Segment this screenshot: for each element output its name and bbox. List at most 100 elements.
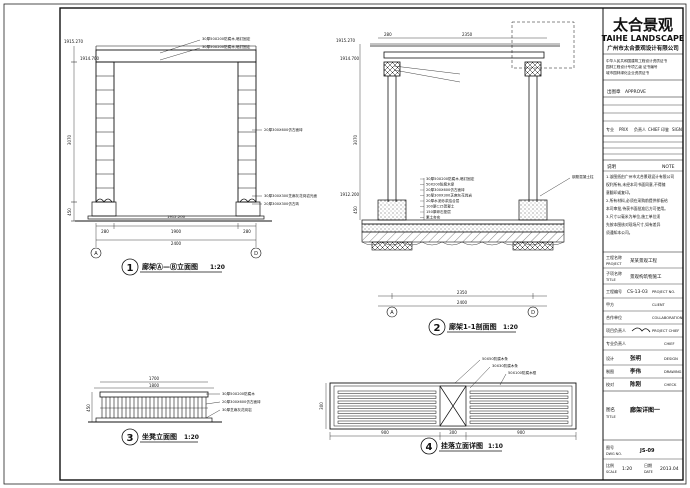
v3-note-2: 20厚300X600仿古面砖	[222, 399, 261, 404]
v1-dim-height: 3070	[67, 134, 72, 145]
note-line: 3.尺寸以毫米为单位,施工单位须	[606, 214, 660, 219]
v2-grid-d: D	[531, 310, 535, 316]
v4-title: 挂落立面详图	[441, 441, 483, 450]
leader-signature-icon	[631, 327, 651, 333]
v4-bars	[337, 390, 569, 424]
v3-note-3: 30厚芝麻灰花岗岩	[222, 407, 252, 412]
date-en: DATE	[644, 470, 653, 474]
v3-dim-overall: 1800	[149, 383, 160, 388]
v2-detail-box	[511, 21, 575, 69]
v1-note-4: 30厚300X300芝麻灰花岗岩光面	[264, 193, 318, 198]
v2-elev-low: 1912.200	[340, 192, 360, 197]
note-line: 1.该图纸由广州市太合景观设计有限公司	[606, 174, 674, 179]
note-line: 2.所有材料,必须在采购前提供样板给	[606, 198, 668, 203]
v2-dim-base: 450	[353, 206, 358, 214]
dwgno-en: DWG NO.	[606, 452, 622, 456]
v2-dim-bottom: 2350	[457, 290, 468, 295]
v2-note: 150厚碎石垫层	[426, 209, 451, 214]
scale-en: SCALE	[606, 470, 617, 474]
v4-dim-left: 300	[319, 402, 324, 410]
drawn-signature: 李伟	[629, 367, 642, 375]
sub-en: TITLE	[605, 278, 616, 282]
v3-scale: 1:20	[184, 434, 199, 441]
drawn-label: 制图	[606, 368, 614, 374]
sheet-title-en: TITLE	[605, 415, 616, 419]
scale-value: 1:20	[622, 466, 632, 472]
v2-notes: 30厚50X200防腐木,暗钉固定50X200防腐木梁20厚300X600仿古面…	[393, 65, 475, 220]
v1-dim-2: 1900	[171, 229, 182, 234]
sheet-title-label: 图名	[606, 406, 615, 413]
reg-value: PRIX	[619, 127, 628, 132]
v1-grid-a: A	[94, 251, 98, 257]
v2-dim-overall: 2400	[457, 300, 468, 305]
v2-elev-top: 1915.270	[336, 38, 356, 43]
dwgno-value: JS-09	[639, 448, 655, 454]
v2-grid-a: A	[390, 310, 394, 316]
drawn-en: DRAWING	[664, 370, 682, 374]
seal-en: APPROVE	[625, 89, 646, 95]
v1-grid-d: D	[254, 251, 258, 257]
projno-value: CS-13-03	[627, 289, 648, 295]
check-label: 校对	[606, 381, 614, 387]
sub-label: 子项名称	[606, 270, 622, 276]
view-3-bench: 1700 1800 450 30厚50X200防腐木 20厚300X600仿古面…	[86, 376, 261, 446]
project-en: PROJECT	[606, 262, 622, 266]
title-block: 太合景观 TAIHE LANDSCAPE 广州市太合景观设计有限公司 中华人民共…	[602, 8, 684, 480]
v3-seat	[99, 391, 209, 398]
v2-note: 30厚50X200防腐木,暗钉固定	[426, 176, 475, 181]
sheet-title-value: 廊架详图一	[630, 406, 660, 414]
v4-frame	[329, 382, 577, 430]
notes-list: 1.该图纸由广州市太合景观设计有限公司权利所有,未经本司书面同意,不得随意翻印或…	[606, 174, 674, 235]
v1-title: 廊架Ⓐ—Ⓑ立面图	[142, 262, 198, 271]
client-en: CLIENT	[652, 303, 666, 307]
view-1-elevation: 3070 450 1915.270 1914.700 30厚50X200防腐木,…	[64, 36, 318, 276]
reg-sign: SIGN	[672, 127, 682, 132]
v2-note: 20厚水泥砂浆结合层	[426, 198, 460, 203]
v4-scale: 1:10	[488, 443, 503, 450]
v2-num: 2	[434, 323, 441, 334]
firm-name: 广州市太合景观设计有限公司	[607, 44, 679, 52]
leader-label: 项目负责人	[606, 327, 626, 333]
v2-scale: 1:20	[503, 324, 518, 331]
leader-en: PROJECT CHIEF	[652, 329, 679, 333]
v4-dim-1: 900	[381, 430, 389, 435]
notes-en: NOTE	[662, 164, 675, 170]
v2-elev-mid: 1914.700	[340, 56, 360, 61]
v2-grid-bubble-a	[386, 306, 398, 318]
v3-num: 3	[127, 433, 134, 444]
reg-stamp: 印鉴	[661, 126, 669, 132]
consult-label: 合作单位	[606, 314, 622, 320]
date-label: 日期	[644, 462, 652, 468]
v2-note: 素土夯实	[426, 215, 441, 220]
sub-value: 景观构筑物施工	[630, 273, 662, 280]
view-4-fascia: 300 50X50防腐木条 30X30防腐木条 50X100防腐木框 900 3…	[319, 356, 577, 455]
v3-note-1: 30厚50X200防腐木	[222, 391, 255, 396]
inner-border	[59, 7, 684, 481]
v1-dim-base: 450	[67, 208, 72, 216]
v1-column-right	[237, 61, 257, 203]
v1-num: 1	[127, 263, 134, 274]
v3-dim-left: 450	[86, 404, 91, 412]
note-line: 先按本图核对现场尺寸,如有差异	[606, 222, 661, 227]
note-line: 意翻印或复印。	[606, 190, 633, 195]
v1-dim-3: 280	[243, 229, 251, 234]
note-line: 权利所有,未经本司书面同意,不得随	[606, 182, 666, 187]
v2-note: 30厚300X300芝麻灰花岗岩	[426, 193, 472, 198]
client-label: 甲方	[606, 301, 614, 307]
cert-line-2: 园林工程设计专项乙级 证书编号	[606, 64, 658, 69]
v1-column-left	[95, 61, 115, 203]
v1-grid-bubble-a	[90, 247, 102, 259]
cert-line-1: 中华人民共和国建筑工程设计资质证书	[606, 58, 667, 63]
v2-column-head-right	[524, 61, 542, 77]
design-en: DESIGN	[664, 357, 678, 361]
v2-dim-top-1: 280	[384, 32, 392, 37]
project-value: 某某景观工程	[630, 257, 657, 264]
v1-note-2: 30厚50X200防腐木,暗钉固定	[202, 44, 251, 49]
v1-elev-top: 1915.270	[64, 39, 84, 44]
v2-note: 50X200防腐木梁	[426, 182, 455, 187]
v4-note-2: 30X30防腐木条	[492, 363, 518, 368]
v1-elev-mid: 1914.700	[80, 56, 100, 61]
v1-dim-1: 280	[101, 229, 109, 234]
